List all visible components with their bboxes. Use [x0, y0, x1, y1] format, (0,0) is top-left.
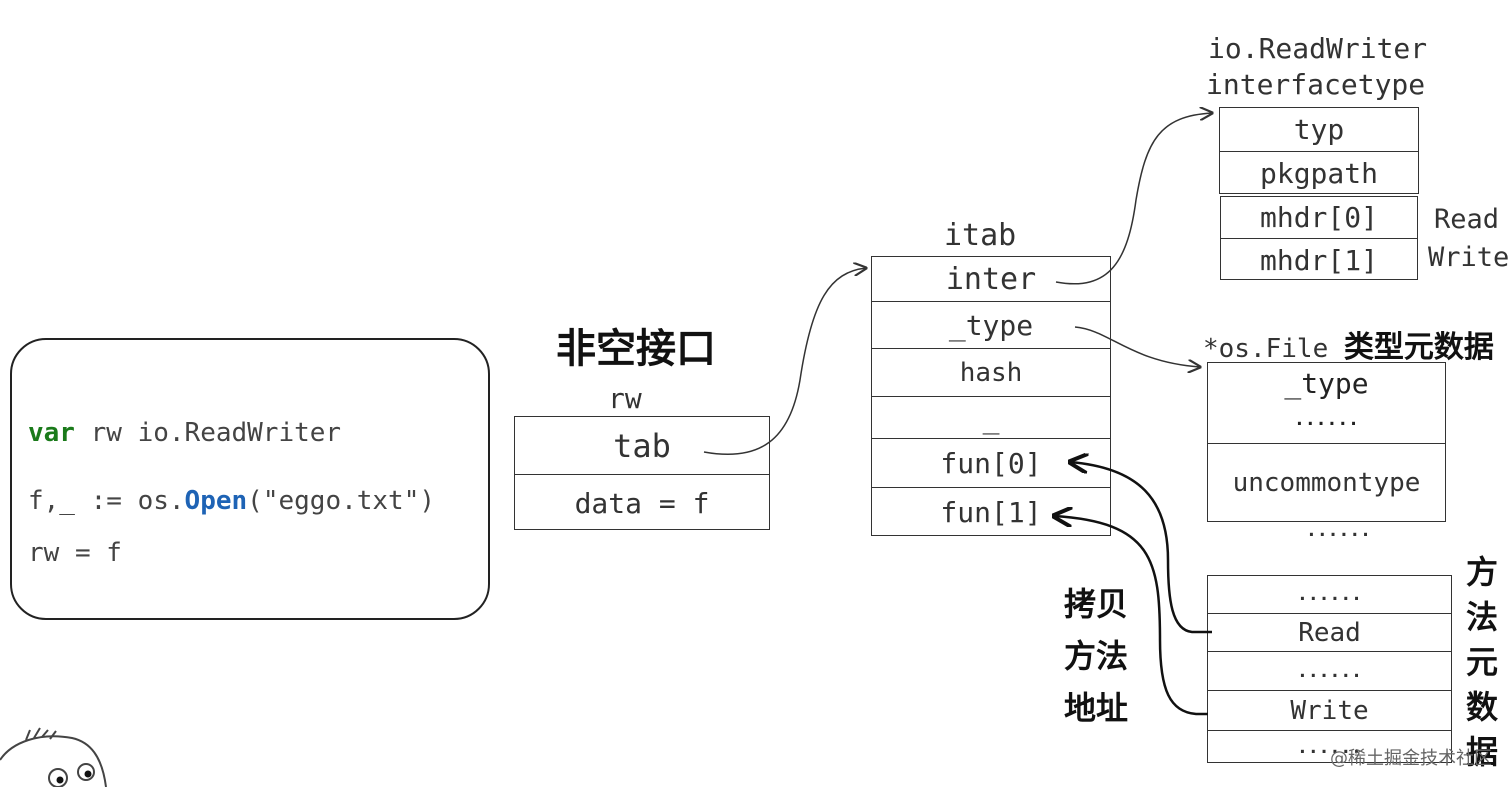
function-open: Open [184, 486, 248, 516]
typemeta-field-uncommontype: uncommontype [1208, 443, 1445, 521]
methods-side-char-2: 法 [1465, 598, 1498, 636]
methods-side-char-4: 数 [1465, 688, 1498, 726]
code-line-2-pre: f,_ := os. [28, 486, 185, 516]
keyword-var: var [28, 418, 75, 448]
code-line-2-post: ("eggo.txt") [247, 486, 436, 516]
interfacetype-title-1: io.ReadWriter [1208, 32, 1428, 65]
interfacetype-struct: typ pkgpath [1219, 107, 1419, 194]
copy-label-line-1: 拷贝 [1064, 585, 1129, 623]
methods-struct: ...... Read ...... Write ...... [1207, 575, 1452, 763]
copy-label-line-3: 地址 [1064, 689, 1129, 727]
typemeta-title: *os.File 类型元数据 [1203, 322, 1494, 366]
typemeta-title-prefix: *os.File [1203, 334, 1329, 364]
methods-field-write: Write [1208, 690, 1451, 730]
methods-side-char-5: 据 [1465, 733, 1498, 771]
interfacetype-field-mhdr0: mhdr[0] [1259, 201, 1378, 234]
itab-field-hash: hash [872, 348, 1110, 396]
iface-field-data: data = f [515, 474, 769, 531]
code-line-1: var rw io.ReadWriter [28, 418, 341, 448]
method-label-read: Read [1434, 204, 1500, 235]
typemeta-title-cn: 类型元数据 [1343, 330, 1494, 365]
interfacetype-field-pkgpath: pkgpath [1220, 151, 1418, 195]
itab-field-inter: inter [945, 261, 1037, 297]
methods-side-char-1: 方 [1465, 553, 1498, 591]
itab-title: itab [944, 218, 1017, 253]
code-line-2: f,_ := os.Open("eggo.txt") [28, 486, 435, 516]
iface-name: rw [608, 382, 642, 415]
copy-address-label: 拷贝 方法 地址 [1064, 578, 1128, 734]
typemeta-field-ellipsis: ...... [1293, 408, 1360, 430]
itab-fun-array: fun[0] fun[1] [871, 438, 1111, 536]
typemeta-below-ellipsis: ...... [1306, 520, 1372, 541]
watermark: @稀土掘金技术社区 [1330, 748, 1492, 769]
code-panel: var rw io.ReadWriter f,_ := os.Open("egg… [10, 338, 490, 620]
method-label-write: Write [1428, 242, 1510, 273]
typemeta-field-type: _type [1284, 366, 1369, 400]
iface-field-tab: tab [613, 426, 671, 465]
copy-label-line-2: 方法 [1064, 637, 1129, 675]
itab-field-underscore: _ [872, 396, 1110, 439]
methods-field-read: Read [1208, 613, 1451, 651]
itab-field-fun1: fun[1] [872, 487, 1110, 537]
itab-field-type: _type [872, 301, 1110, 348]
interfacetype-field-mhdr1: mhdr[1] [1221, 238, 1417, 281]
typemeta-struct: _type ...... uncommontype [1207, 362, 1446, 522]
itab-struct: inter _type hash _ [871, 256, 1111, 438]
methods-field-ellipsis-3: ...... [1208, 730, 1451, 764]
iface-title: 非空接口 [556, 326, 716, 372]
methods-field-ellipsis-2: ...... [1208, 651, 1451, 690]
interfacetype-title-2: interfacetype [1206, 68, 1426, 101]
interfacetype-mhdr: mhdr[0] mhdr[1] [1220, 196, 1418, 280]
code-line-3: rw = f [28, 538, 122, 568]
interfacetype-field-typ: typ [1293, 113, 1345, 146]
code-line-1-rest: rw io.ReadWriter [74, 418, 342, 448]
itab-field-fun0: fun[0] [940, 446, 1042, 480]
methods-field-ellipsis-1: ...... [1296, 584, 1363, 605]
iface-struct: tab data = f [514, 416, 770, 530]
methods-side-char-3: 元 [1465, 643, 1498, 681]
mascot-icon [0, 727, 107, 787]
methods-side-label: 方 法 元 数 据 [1462, 550, 1502, 775]
